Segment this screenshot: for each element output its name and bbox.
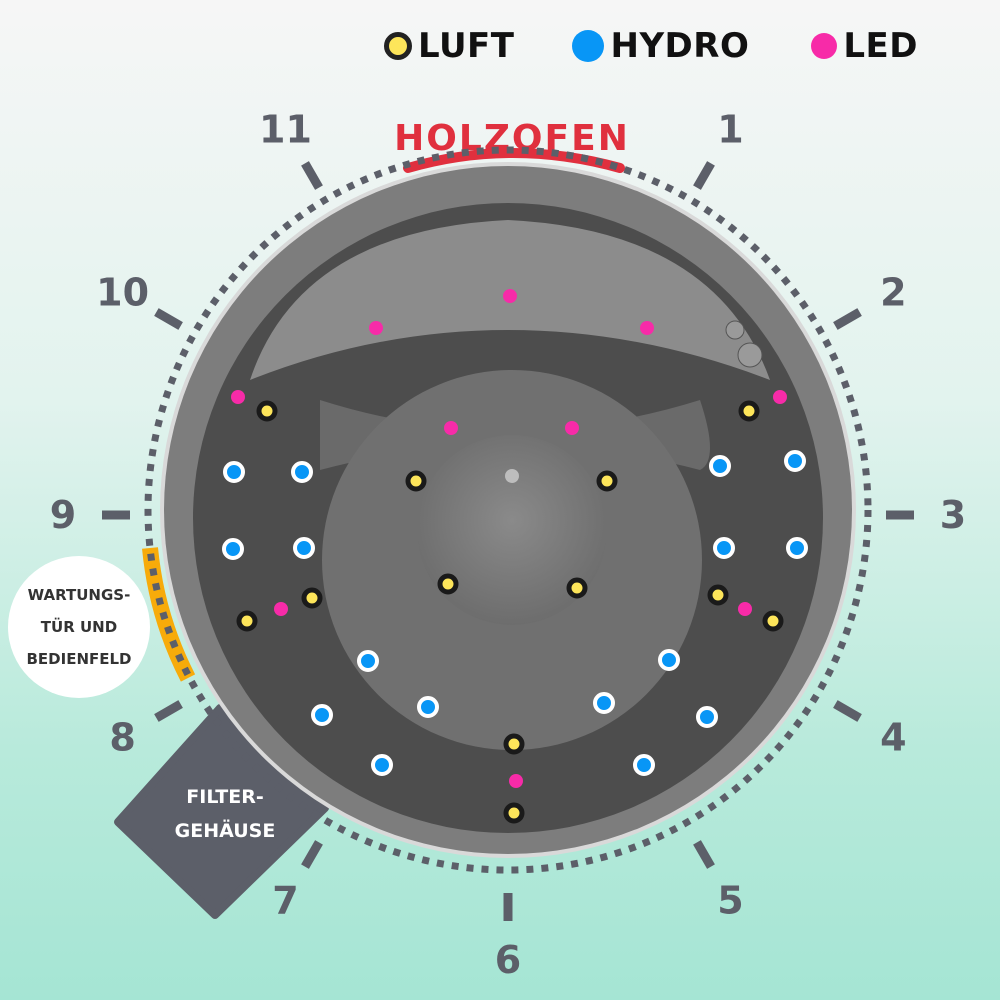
legend-item-luft: LUFT	[384, 26, 514, 66]
hydro-jet	[713, 537, 735, 559]
luft-jet	[566, 577, 588, 599]
luft-jet	[301, 587, 323, 609]
legend-label-luft: LUFT	[418, 26, 515, 66]
hydro-jet	[223, 461, 245, 483]
hydro-jet	[291, 461, 313, 483]
wartung-line-1: WARTUNGS-	[27, 586, 131, 604]
clock-tick-1	[693, 161, 715, 190]
clock-tick-10	[154, 308, 183, 330]
led-jet	[503, 289, 517, 303]
dotted-ring	[144, 146, 872, 874]
hydro-jet	[633, 754, 655, 776]
luft-jet	[738, 400, 760, 422]
clock-tick-8	[154, 700, 183, 722]
wartung-line-3: BEDIENFELD	[26, 650, 132, 668]
clock-number-7: 7	[272, 878, 298, 922]
led-jet	[509, 774, 523, 788]
led-jet	[369, 321, 383, 335]
luft-jet	[762, 610, 784, 632]
clock-tick-4	[833, 700, 862, 722]
hydro-dot-icon	[572, 30, 605, 62]
hydro-jet	[371, 754, 393, 776]
legend-item-hydro: HYDRO	[572, 26, 749, 66]
clock-number-1: 1	[717, 108, 743, 152]
filter-housing-label: FILTER- GEHÄUSE	[160, 780, 290, 848]
clock-numbers: 1 2 3 4 5 6 7 8 9 10 11	[50, 108, 966, 982]
clock-tick-5	[693, 840, 715, 869]
hydro-jet	[293, 537, 315, 559]
led-jet	[773, 390, 787, 404]
clock-number-10: 10	[96, 271, 149, 315]
jets	[222, 289, 808, 824]
legend-item-led: LED	[811, 26, 918, 66]
hydro-jet	[658, 649, 680, 671]
led-jet	[738, 602, 752, 616]
wartung-line-2: TÜR UND	[40, 618, 118, 636]
maintenance-door-label: WARTUNGS- TÜR UND BEDIENFELD	[8, 556, 150, 698]
hydro-jet	[357, 650, 379, 672]
hydro-jet	[222, 538, 244, 560]
clock-number-8: 8	[109, 716, 135, 760]
legend-label-hydro: HYDRO	[610, 26, 750, 66]
luft-jet	[405, 470, 427, 492]
luft-jet	[256, 400, 278, 422]
clock-number-6: 6	[495, 938, 521, 982]
hydro-jet	[696, 706, 718, 728]
luft-jet	[596, 470, 618, 492]
drain-icon	[505, 469, 519, 483]
filter-line-1: FILTER-	[186, 786, 264, 808]
led-jet	[274, 602, 288, 616]
clock-number-11: 11	[259, 108, 312, 152]
luft-jet	[236, 610, 258, 632]
hydro-jet	[417, 696, 439, 718]
control-knob-icon	[737, 342, 763, 368]
led-dot-icon	[811, 33, 838, 59]
luft-jet	[437, 573, 459, 595]
clock-number-9: 9	[50, 493, 76, 537]
valve-icon	[725, 320, 745, 340]
hydro-jet	[593, 692, 615, 714]
led-jet	[231, 390, 245, 404]
luft-jet	[503, 733, 525, 755]
led-jet	[565, 421, 579, 435]
clock-number-3: 3	[940, 493, 966, 537]
hydro-jet	[311, 704, 333, 726]
clock-tick-2	[833, 308, 862, 330]
clock-number-4: 4	[880, 716, 906, 760]
clock-tick-7	[301, 840, 323, 869]
clock-ticks	[102, 161, 914, 921]
tub-footwell	[417, 435, 607, 625]
hydro-jet	[784, 450, 806, 472]
legend-label-led: LED	[843, 26, 918, 66]
clock-number-5: 5	[717, 878, 743, 922]
filter-line-2: GEHÄUSE	[174, 820, 276, 842]
legend: LUFT HYDRO LED	[384, 24, 918, 68]
hydro-jet	[709, 455, 731, 477]
clock-number-2: 2	[880, 271, 906, 315]
luft-jet	[503, 802, 525, 824]
luft-dot-icon	[384, 32, 412, 60]
led-jet	[640, 321, 654, 335]
hydro-jet	[786, 537, 808, 559]
clock-tick-11	[301, 161, 323, 190]
luft-jet	[707, 584, 729, 606]
led-jet	[444, 421, 458, 435]
